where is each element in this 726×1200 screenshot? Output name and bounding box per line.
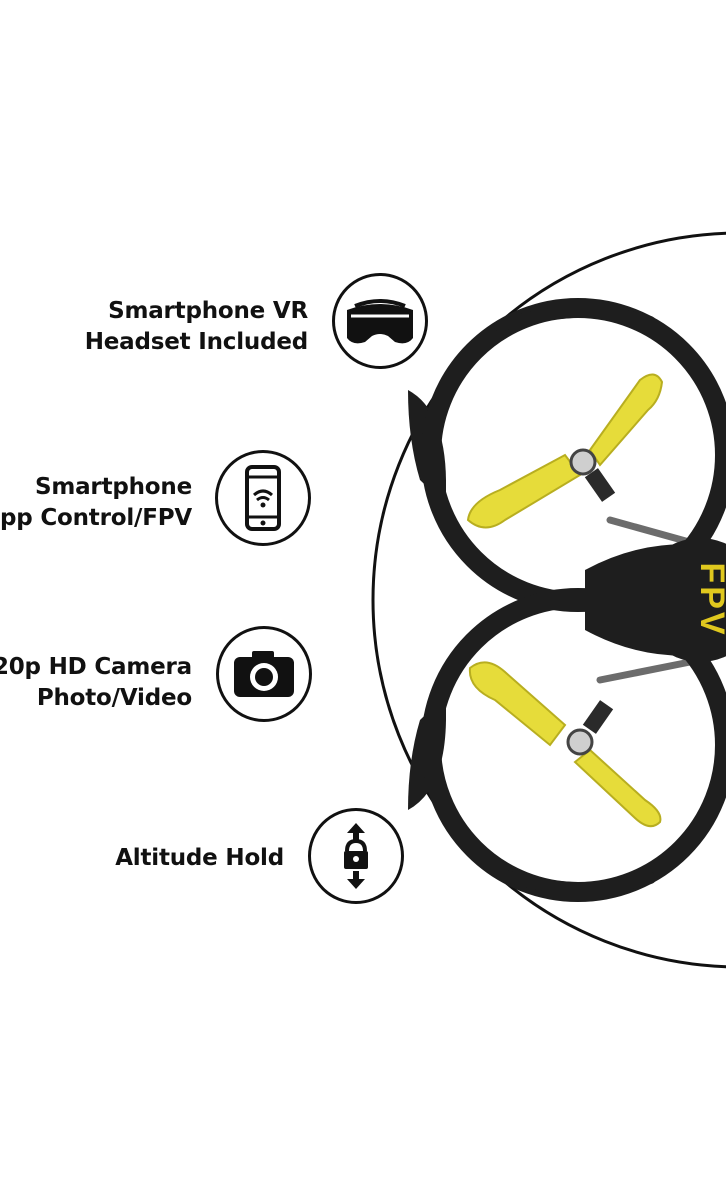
- feature-label-line: Altitude Hold: [115, 845, 284, 871]
- vr-headset-icon-circle: [332, 273, 428, 369]
- feature-arc: [371, 231, 726, 969]
- altitude-lock-icon-circle: [308, 808, 404, 904]
- fpv-badge: FPV: [692, 560, 726, 640]
- feature-label-line: pp Control/FPV: [0, 505, 192, 531]
- feature-label-vr: Smartphone VR Headset Included: [85, 296, 308, 358]
- feature-label-line: 20p HD Camera: [0, 654, 192, 680]
- feature-label-line: Headset Included: [84, 329, 308, 355]
- feature-label-altitude: Altitude Hold: [115, 843, 284, 874]
- camera-icon-circle: [216, 626, 312, 722]
- feature-label-line: Smartphone VR: [108, 298, 308, 324]
- feature-label-camera: 20p HD Camera Photo/Video: [0, 652, 192, 714]
- feature-label-line: Photo/Video: [36, 685, 192, 711]
- vr-headset-icon: [347, 299, 413, 344]
- feature-label-line: Smartphone: [34, 474, 192, 500]
- smartphone-wifi-icon: [245, 465, 281, 531]
- fpv-badge-text: FPV: [693, 562, 726, 638]
- smartphone-wifi-icon-circle: [215, 450, 311, 546]
- altitude-lock-icon: [344, 823, 368, 889]
- camera-icon: [234, 651, 294, 697]
- feature-label-app: Smartphone pp Control/FPV: [0, 472, 192, 534]
